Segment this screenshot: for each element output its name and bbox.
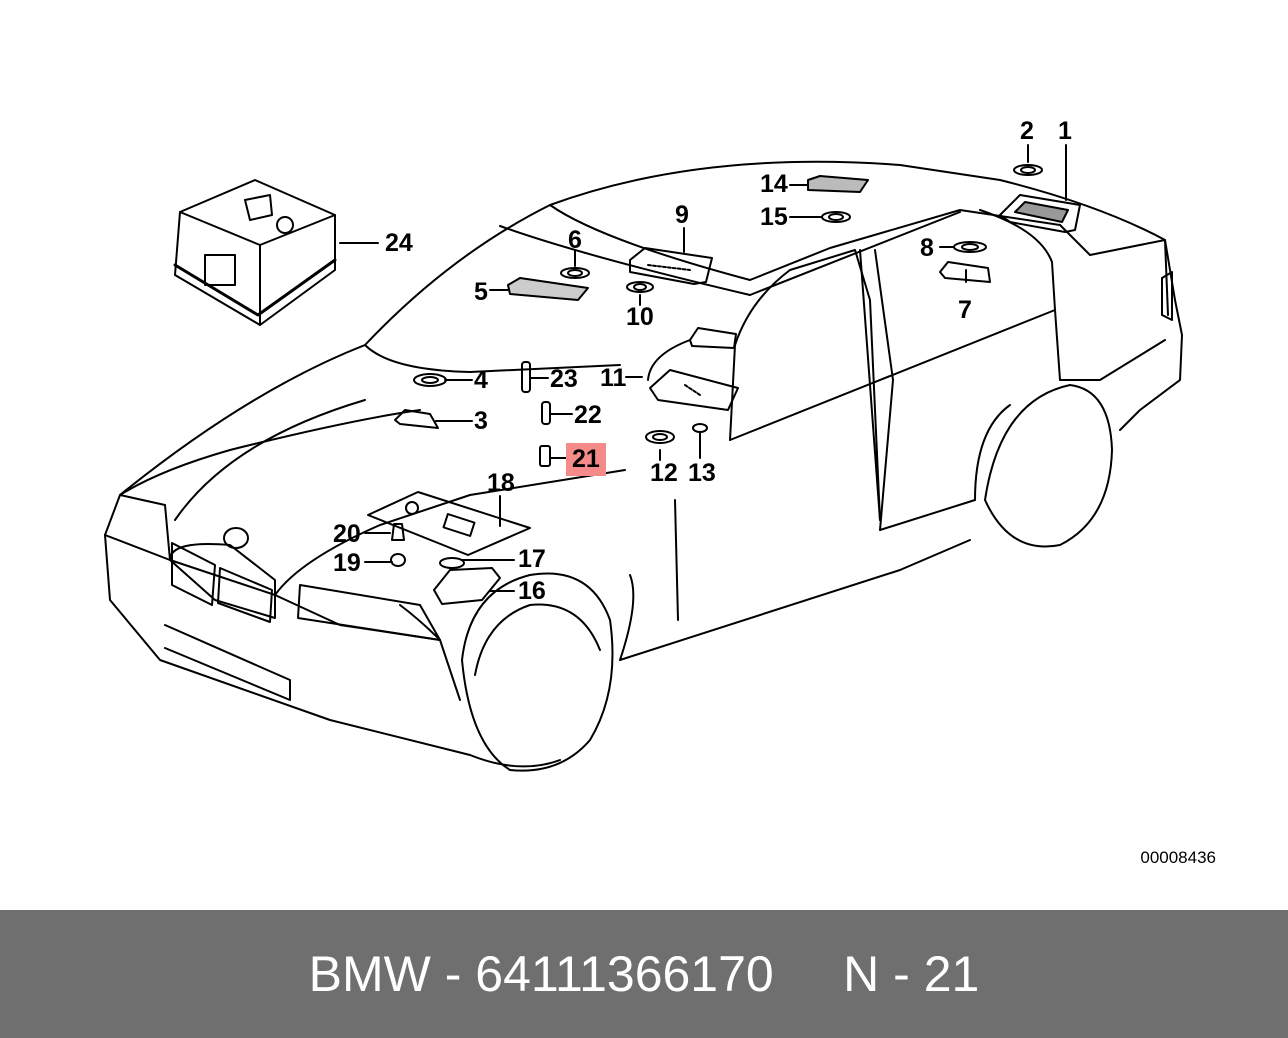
callout-20: 20 [333,520,361,548]
callout-22: 22 [574,401,602,429]
part-10-bulb [626,281,654,293]
callout-11: 11 [600,364,627,392]
part-24-lamp [173,179,337,326]
rear-wheel [974,384,1113,548]
callout-12: 12 [650,459,678,487]
part-5-lens [507,277,589,301]
callout-13: 13 [688,459,716,487]
callout-17: 17 [518,545,546,573]
callout-24: 24 [385,229,413,257]
parts-diagram [104,144,1183,772]
part-1-lamp [999,194,1081,233]
part-8-bulb [953,241,987,253]
footer-bar: BMW - 64111366170 N - 21 [0,910,1288,1038]
part-number-label: BMW - 64111366170 N - 21 [308,946,980,1002]
callout-3: 3 [474,407,488,435]
part-12-bulb [645,430,675,444]
callout-6: 6 [568,226,582,254]
callout-1: 1 [1058,117,1072,145]
part-22-bulb [541,401,551,425]
part-4-bulb [413,373,447,387]
part-3-holder [394,409,439,429]
part-13-bulb [692,423,708,433]
callout-14: 14 [760,170,788,198]
part-6-bulb [560,267,590,279]
callout-15: 15 [760,203,788,231]
part-20-clip [391,523,405,541]
callout-7: 7 [958,296,972,324]
callout-19: 19 [333,549,361,577]
car-outline [104,160,1183,768]
part-9-lamp [629,247,713,285]
callout-2: 2 [1020,117,1034,145]
callout-5: 5 [474,278,488,306]
front-wheel [461,572,614,772]
part-18-plate [367,491,531,556]
leader-lines [339,144,1067,592]
callout-9: 9 [675,201,689,229]
callout-8: 8 [920,234,934,262]
part-21-bulb [539,445,551,467]
callout-10: 10 [626,303,654,331]
part-11-lamp [647,327,739,411]
callout-16: 16 [518,577,546,605]
callout-18: 18 [487,469,515,497]
reference-code: 00008436 [1140,848,1216,867]
part-15-bulb [821,211,851,223]
callout-23: 23 [550,365,578,393]
callout-21-highlighted: 21 [566,443,606,476]
callout-4: 4 [474,366,488,394]
part-2-bulb [1013,164,1043,176]
part-23-bulb [521,361,531,393]
part-17-bulb [439,557,465,569]
part-7-holder [939,261,991,283]
part-14-lens [807,175,869,193]
part-16-lamp [433,567,501,605]
part-19-clip [390,553,406,567]
